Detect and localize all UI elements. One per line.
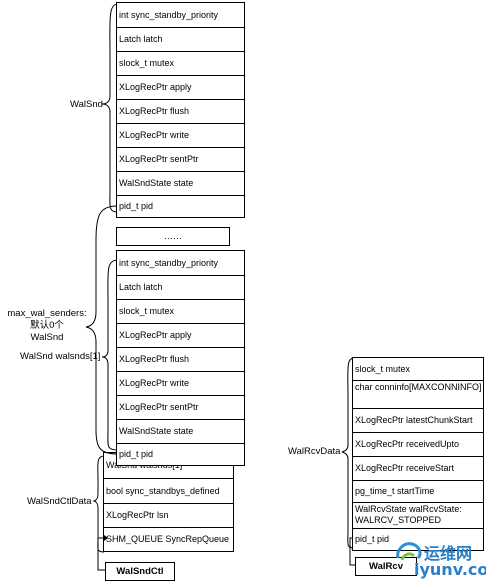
walrcv-field: XLogRecPtr receiveStart [353, 456, 483, 480]
walsnds-array-label: WalSnd walsnds[1] [20, 351, 101, 362]
walrcv-field: slock_t mutex [355, 363, 411, 374]
walsnd-top-field: Latch latch [117, 27, 244, 51]
walrcv-struct: slock_t mutex char conninfo[MAXCONNINFO]… [352, 357, 484, 551]
ellipsis-text: …… [164, 231, 182, 241]
walsndctl-name-box: WalSndCtl [105, 562, 175, 581]
walrcvdata-label: WalRcvData [288, 446, 341, 457]
walrcv-field: WalRcvState walRcvState: WALRCV_STOPPED [353, 502, 483, 528]
walsnd-top-field: XLogRecPtr write [117, 123, 244, 147]
walsnd-top-field: pid_t pid [117, 195, 244, 217]
walrcv-field: pg_time_t startTime [353, 480, 483, 502]
walsnd-top-field: slock_t mutex [117, 51, 244, 75]
walsnd-bottom-struct: int sync_standby_priority Latch latch sl… [116, 250, 245, 466]
walsnd-bottom-field: int sync_standby_priority [119, 257, 219, 268]
walsnd-top-struct: int sync_standby_priority Latch latch sl… [116, 2, 245, 218]
walsnd-bottom-field: XLogRecPtr sentPtr [117, 395, 244, 419]
walsnd-top-field: XLogRecPtr apply [117, 75, 244, 99]
walrcv-field: char conninfo[MAXCONNINFO] [353, 380, 483, 408]
walsnd-bottom-field: Latch latch [117, 275, 244, 299]
walsnd-bottom-field: XLogRecPtr write [117, 371, 244, 395]
walsnd-top-label: WalSnd [70, 99, 103, 110]
walrcv-name: WalRcv [369, 561, 403, 572]
max-wal-senders-line3: WalSnd [30, 332, 64, 343]
walsnd-bottom-field: WalSndState state [117, 419, 244, 443]
walsndctl-name: WalSndCtl [116, 566, 164, 577]
watermark-logo: 运维网 iyunv.com [394, 538, 486, 582]
walsndctldata-label: WalSndCtlData [27, 496, 92, 507]
max-wal-senders-label: max_wal_senders: 默认0个 WalSnd [2, 308, 92, 344]
walsnd-bottom-field: XLogRecPtr apply [117, 323, 244, 347]
max-wal-senders-line1: max_wal_senders: [7, 308, 87, 319]
walsnd-top-field: int sync_standby_priority [119, 9, 219, 20]
max-wal-senders-line2: 默认0个 [30, 320, 64, 331]
walsnd-bottom-field: slock_t mutex [117, 299, 244, 323]
walrcv-field: XLogRecPtr latestChunkStart [353, 408, 483, 432]
walrcv-name-box: WalRcv [355, 557, 417, 576]
walrcv-field: XLogRecPtr receivedUpto [353, 432, 483, 456]
walsnd-top-field: XLogRecPtr flush [117, 99, 244, 123]
walsnd-top-field: WalSndState state [117, 171, 244, 195]
walsnd-bottom-field: XLogRecPtr flush [117, 347, 244, 371]
walsnd-top-field: XLogRecPtr sentPtr [117, 147, 244, 171]
walrcv-field: pid_t pid [353, 528, 483, 550]
watermark-swirl-icon [396, 542, 422, 561]
ellipsis-box: …… [116, 227, 230, 246]
watermark-url: iyunv.com [414, 560, 486, 579]
walsnd-bottom-field: pid_t pid [117, 443, 244, 465]
watermark-cn: 运维网 [424, 544, 473, 563]
